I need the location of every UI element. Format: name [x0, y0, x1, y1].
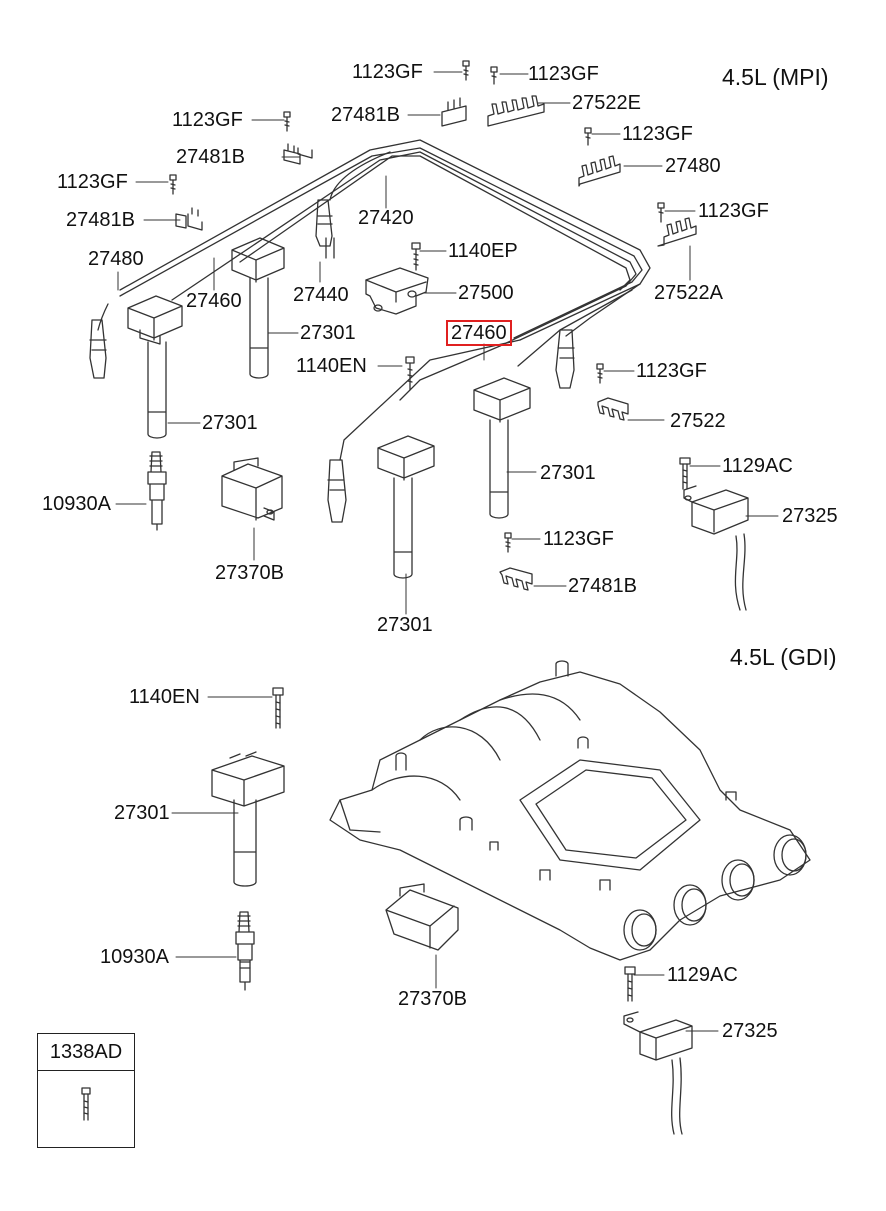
part-label: 27440	[293, 284, 349, 306]
part-label: 1140EN	[129, 686, 200, 708]
spark-plugs	[147, 451, 255, 991]
part-label: 27325	[722, 1020, 778, 1042]
part-label: 10930A	[100, 946, 169, 968]
part-label: 1129AC	[722, 455, 793, 477]
part-label: 27301	[202, 412, 258, 434]
part-label: 27480	[665, 155, 721, 177]
part-label: 1123GF	[622, 123, 693, 145]
part-label: 27301	[377, 614, 433, 636]
part-label: 27301	[540, 462, 596, 484]
part-label: 1123GF	[352, 61, 423, 83]
condenser-mpi	[221, 457, 283, 521]
part-label: 1123GF	[528, 63, 599, 85]
part-label: 27301	[114, 802, 170, 824]
part-label: 10930A	[42, 493, 111, 515]
part-label: 27481B	[568, 575, 637, 597]
part-label: 27480	[88, 248, 144, 270]
part-label: 27481B	[331, 104, 400, 126]
legend-bolt-icon	[81, 1087, 91, 1121]
part-label: 27522A	[654, 282, 723, 304]
leader-lines	[115, 71, 779, 1032]
plug-caps	[89, 199, 575, 523]
part-label: 1123GF	[636, 360, 707, 382]
part-label: 1129AC	[667, 964, 738, 986]
part-label: 27522	[670, 410, 726, 432]
part-label: 27522E	[572, 92, 641, 114]
part-label: 27460	[186, 290, 242, 312]
part-label: 1140EN	[296, 355, 367, 377]
ignition-coils	[127, 237, 531, 887]
part-label-highlighted: 27460	[446, 320, 512, 346]
part-label: 27481B	[176, 146, 245, 168]
part-label: 1140EP	[448, 240, 518, 262]
part-label: 1123GF	[57, 171, 128, 193]
part-label: 27370B	[215, 562, 284, 584]
part-label: 27370B	[398, 988, 467, 1010]
bolt-icons	[169, 60, 691, 1002]
legend-box: 1338AD	[37, 1033, 135, 1148]
part-label: 27481B	[66, 209, 135, 231]
ignition-wire-harness	[97, 139, 651, 461]
part-label: 1123GF	[172, 109, 243, 131]
wire-clamps	[175, 95, 697, 591]
part-label: 1123GF	[698, 200, 769, 222]
condenser-gdi	[385, 883, 459, 951]
ignition-module	[365, 267, 429, 315]
part-label: 27500	[458, 282, 514, 304]
knock-sensor-mpi	[683, 485, 749, 611]
part-label: 27325	[782, 505, 838, 527]
section-title-gdi: 4.5L (GDI)	[730, 644, 837, 670]
section-title-mpi: 4.5L (MPI)	[722, 64, 829, 90]
part-label: 27420	[358, 207, 414, 229]
intake-manifold	[329, 660, 811, 961]
knock-sensor-gdi	[623, 1011, 693, 1135]
part-label: 1123GF	[543, 528, 614, 550]
part-label: 27301	[300, 322, 356, 344]
legend-title: 1338AD	[38, 1034, 134, 1071]
